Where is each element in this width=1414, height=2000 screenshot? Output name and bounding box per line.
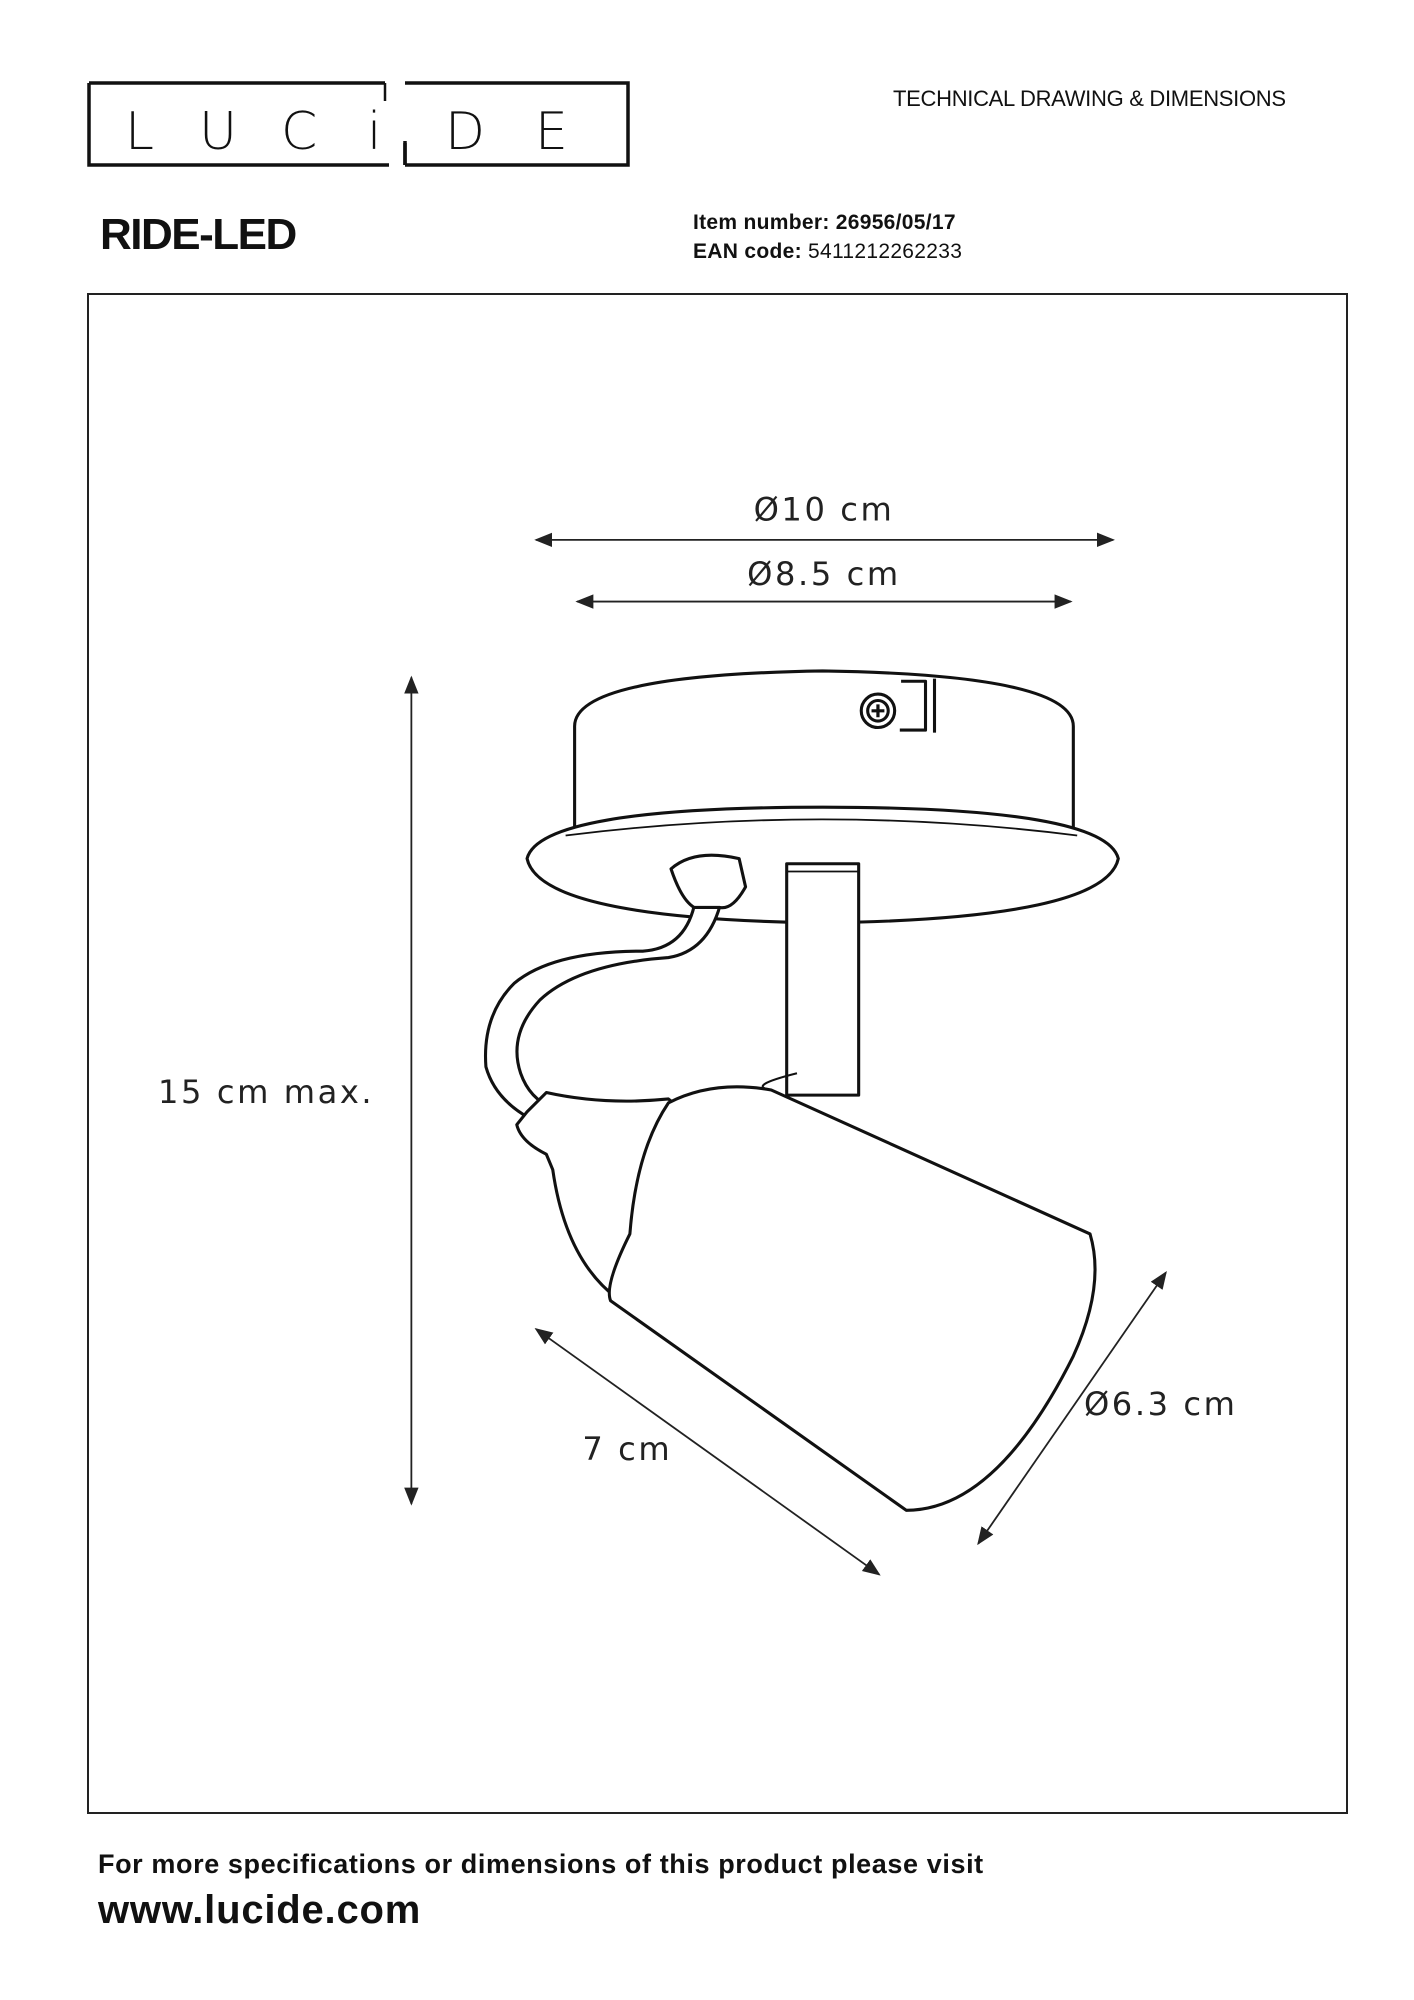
dim-inner-diameter: Ø8.5 cm: [747, 555, 901, 593]
product-name: RIDE-LED: [100, 210, 297, 259]
svg-text:D: D: [445, 102, 485, 162]
svg-text:i: i: [367, 102, 381, 162]
item-number-label: Item number:: [693, 211, 830, 234]
dim-shade-diameter: Ø6.3 cm: [1084, 1385, 1238, 1423]
lamp-illustration: [483, 669, 1120, 1512]
svg-text:U: U: [199, 102, 237, 162]
footer-note: For more specifications or dimensions of…: [98, 1849, 984, 1879]
dim-outer-diameter: Ø10 cm: [754, 491, 895, 529]
svg-text:L: L: [125, 102, 154, 162]
ean-label: EAN code:: [693, 240, 802, 263]
ean-code: 5411212262233: [808, 240, 963, 263]
dim-height: 15 cm max.: [158, 1073, 374, 1111]
dim-arrow-shade-diameter: [977, 1271, 1167, 1546]
item-info: Item number: 26956/05/17 EAN code: 54112…: [693, 208, 962, 266]
svg-text:E: E: [535, 102, 568, 162]
item-number: 26956/05/17: [835, 211, 956, 234]
svg-text:C: C: [281, 102, 317, 162]
document-type: TECHNICAL DRAWING & DIMENSIONS: [893, 86, 1286, 111]
dim-arrow-shade-length: [534, 1328, 881, 1576]
dim-shade-length: 7 cm: [582, 1430, 672, 1468]
website-link[interactable]: www.lucide.com: [98, 1888, 422, 1932]
drawing-frame: [87, 293, 1348, 1814]
